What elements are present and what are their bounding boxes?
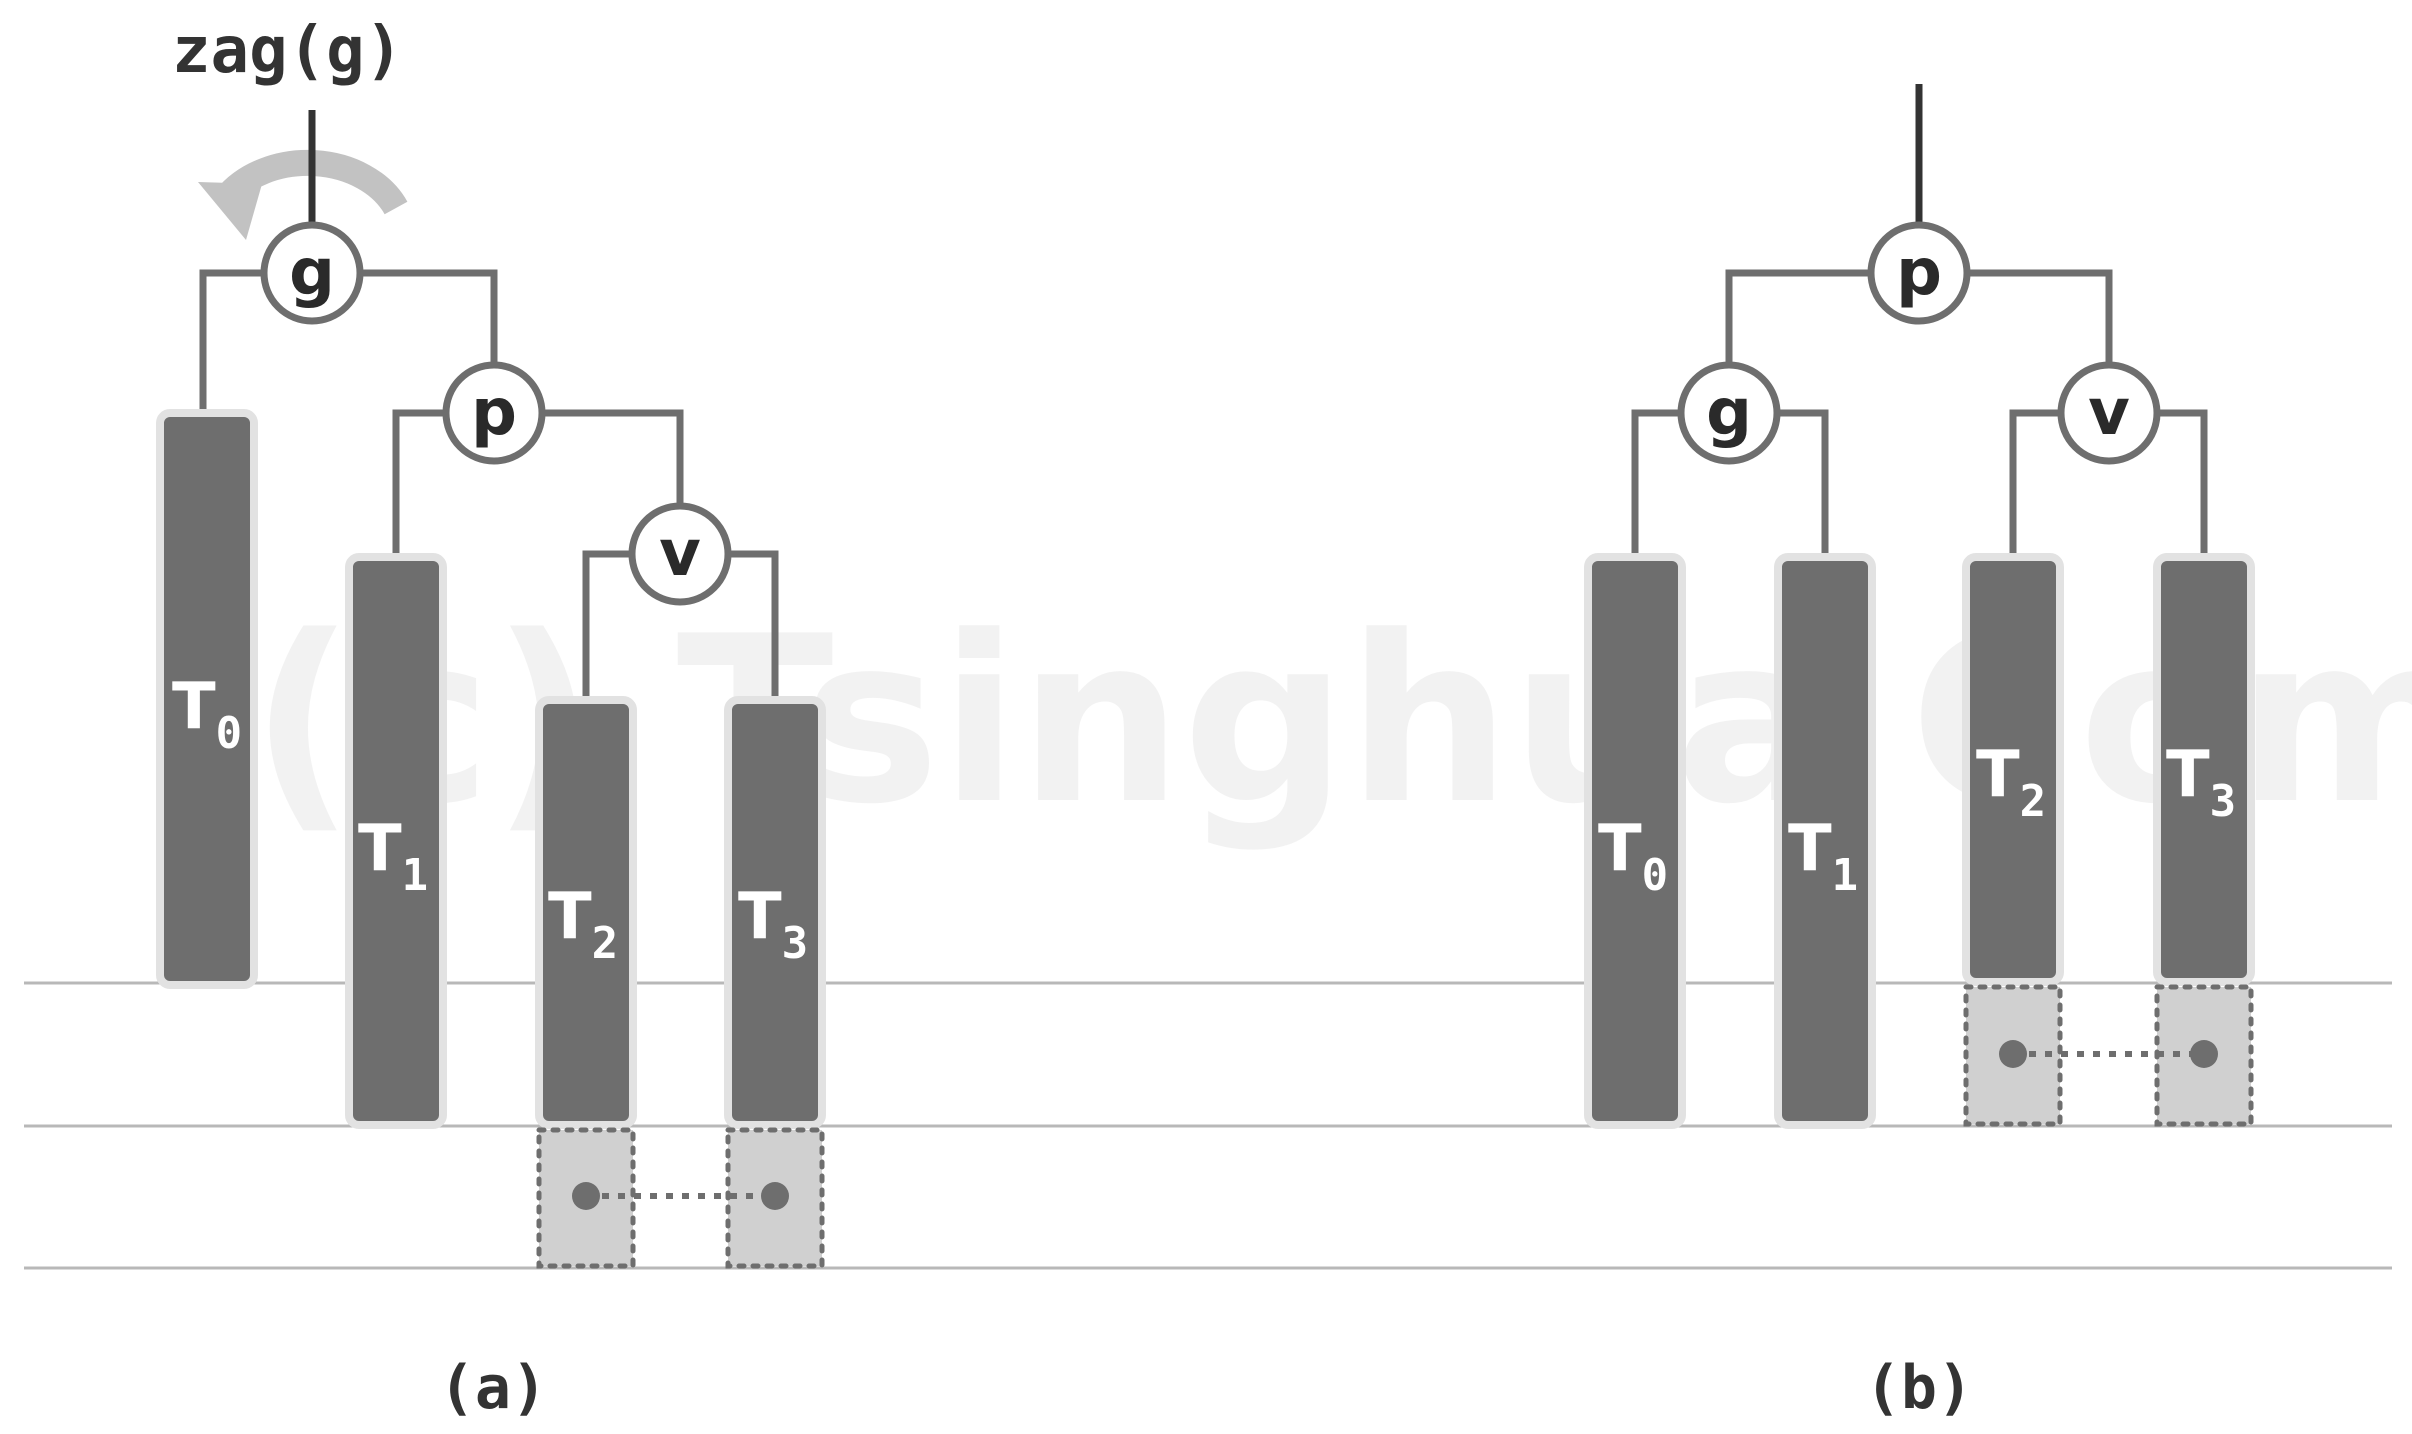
extension-dot-t3-b — [2190, 1040, 2218, 1068]
extension-box-t2-a — [536, 1127, 636, 1269]
subtree-t2-b — [1962, 553, 2064, 986]
node-v-label-a: v — [659, 517, 701, 591]
subtree-label-t1-a: T1 — [358, 812, 428, 901]
panel-b: T0 T1 T2 T3 p g v (b) — [1584, 84, 2255, 1423]
node-p-a — [442, 361, 546, 465]
subtree-label-t1-b: T1 — [1788, 812, 1858, 901]
edges-a — [199, 269, 779, 696]
subtree-label-t3-a: T3 — [738, 880, 808, 969]
subtree-t0-a — [156, 409, 258, 989]
subtree-t1-b — [1774, 553, 1876, 1129]
subtree-label-t2-b: T2 — [1976, 738, 2046, 827]
node-g-label-a: g — [289, 236, 335, 310]
node-v-label-b: v — [2088, 376, 2130, 450]
extension-dot-t2-b — [1999, 1040, 2027, 1068]
extension-dot-t2-a — [572, 1182, 600, 1210]
subtree-label-t3-b: T3 — [2166, 738, 2236, 827]
subtree-t3-a — [724, 696, 826, 1129]
panel-a: zag(g) T0 — [156, 14, 826, 1423]
caption-b: (b) — [1865, 1353, 1973, 1423]
subtree-label-t0-a: T0 — [172, 670, 242, 759]
node-p-label-a: p — [471, 376, 517, 450]
node-g-label-b: g — [1706, 376, 1752, 450]
caption-a: (a) — [439, 1353, 547, 1423]
node-p-label-b: p — [1896, 236, 1942, 310]
extension-dot-t3-a — [761, 1182, 789, 1210]
edges-b — [1631, 269, 2208, 555]
node-v-a — [628, 502, 732, 606]
subtree-t3-b — [2153, 553, 2255, 986]
operation-label: zag(g) — [172, 14, 403, 88]
subtree-t2-a — [535, 696, 637, 1129]
node-g-b — [1677, 361, 1781, 465]
subtree-t1-a — [345, 553, 447, 1129]
node-p-b — [1867, 221, 1971, 325]
node-g-a — [260, 221, 364, 325]
node-v-b — [2057, 361, 2161, 465]
subtree-t0-b — [1584, 553, 1686, 1129]
subtree-label-t0-b: T0 — [1598, 812, 1668, 901]
subtree-label-t2-a: T2 — [548, 880, 618, 969]
